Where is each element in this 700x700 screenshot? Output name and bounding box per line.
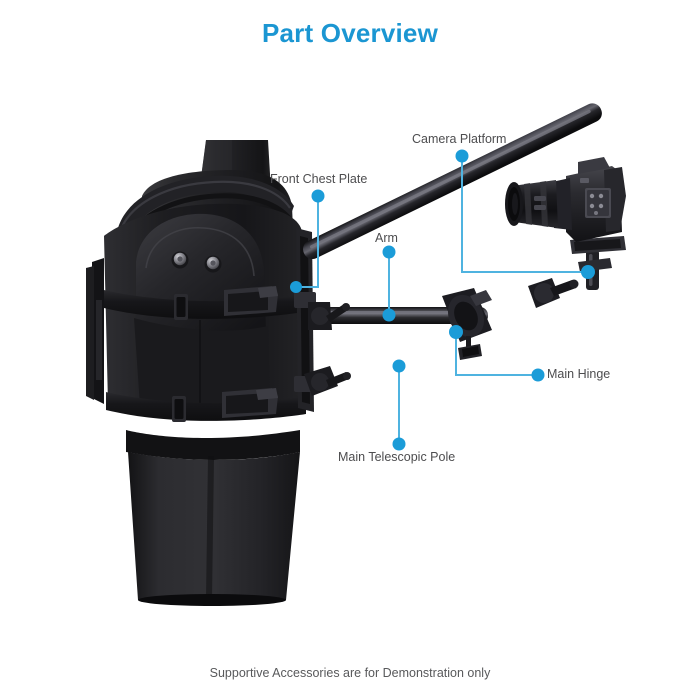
side-frame-rail: [294, 228, 316, 412]
front-chest-plate-pad: [136, 213, 266, 340]
camera-support-vest: [86, 175, 316, 422]
arm: [308, 302, 488, 330]
dslr-camera: [505, 157, 626, 242]
dot-main-telescopic-pole-target: [392, 359, 406, 373]
chest-strap: [104, 286, 304, 320]
product-illustration: [86, 103, 626, 606]
waist-strap: [106, 388, 306, 422]
page-title: Part Overview: [261, 18, 439, 48]
dot-arm-anchor: [382, 245, 396, 259]
dot-main-telescopic-pole-anchor: [392, 437, 406, 451]
dot-main-hinge-target: [449, 325, 463, 339]
upper-pole-clamp: [528, 278, 579, 308]
connector-main-hinge: [455, 334, 536, 376]
pole-root-clamp: [304, 366, 351, 396]
connector-front-chest-plate: [298, 198, 319, 288]
dot-main-hinge-anchor: [531, 368, 545, 382]
callout-label-front-chest-plate: Front Chest Plate: [270, 172, 368, 186]
main-hinge: [442, 288, 492, 360]
callout-label-main-telescopic-pole: Main Telescopic Pole: [338, 450, 456, 464]
dot-front-chest-plate-anchor: [311, 189, 325, 203]
dot-camera-platform-anchor: [455, 149, 469, 163]
dot-camera-platform-target: [581, 265, 595, 279]
main-telescopic-pole: [303, 103, 602, 260]
dot-arm-target: [382, 308, 396, 322]
callout-dots: [290, 149, 595, 451]
connector-camera-platform: [461, 158, 586, 273]
callout-label-camera-platform: Camera Platform: [412, 132, 507, 146]
callout-connectors: [298, 158, 586, 442]
callout-label-main-hinge: Main Hinge: [547, 367, 611, 381]
camera-platform: [570, 236, 626, 290]
footer-note: Supportive Accessories are for Demonstra…: [209, 666, 491, 680]
camera-lens: [505, 180, 558, 228]
callout-label-arm: Arm: [375, 231, 398, 245]
chest-plate-studs: [171, 251, 222, 273]
support-rig: [303, 103, 626, 396]
dot-front-chest-plate-target: [290, 281, 302, 293]
